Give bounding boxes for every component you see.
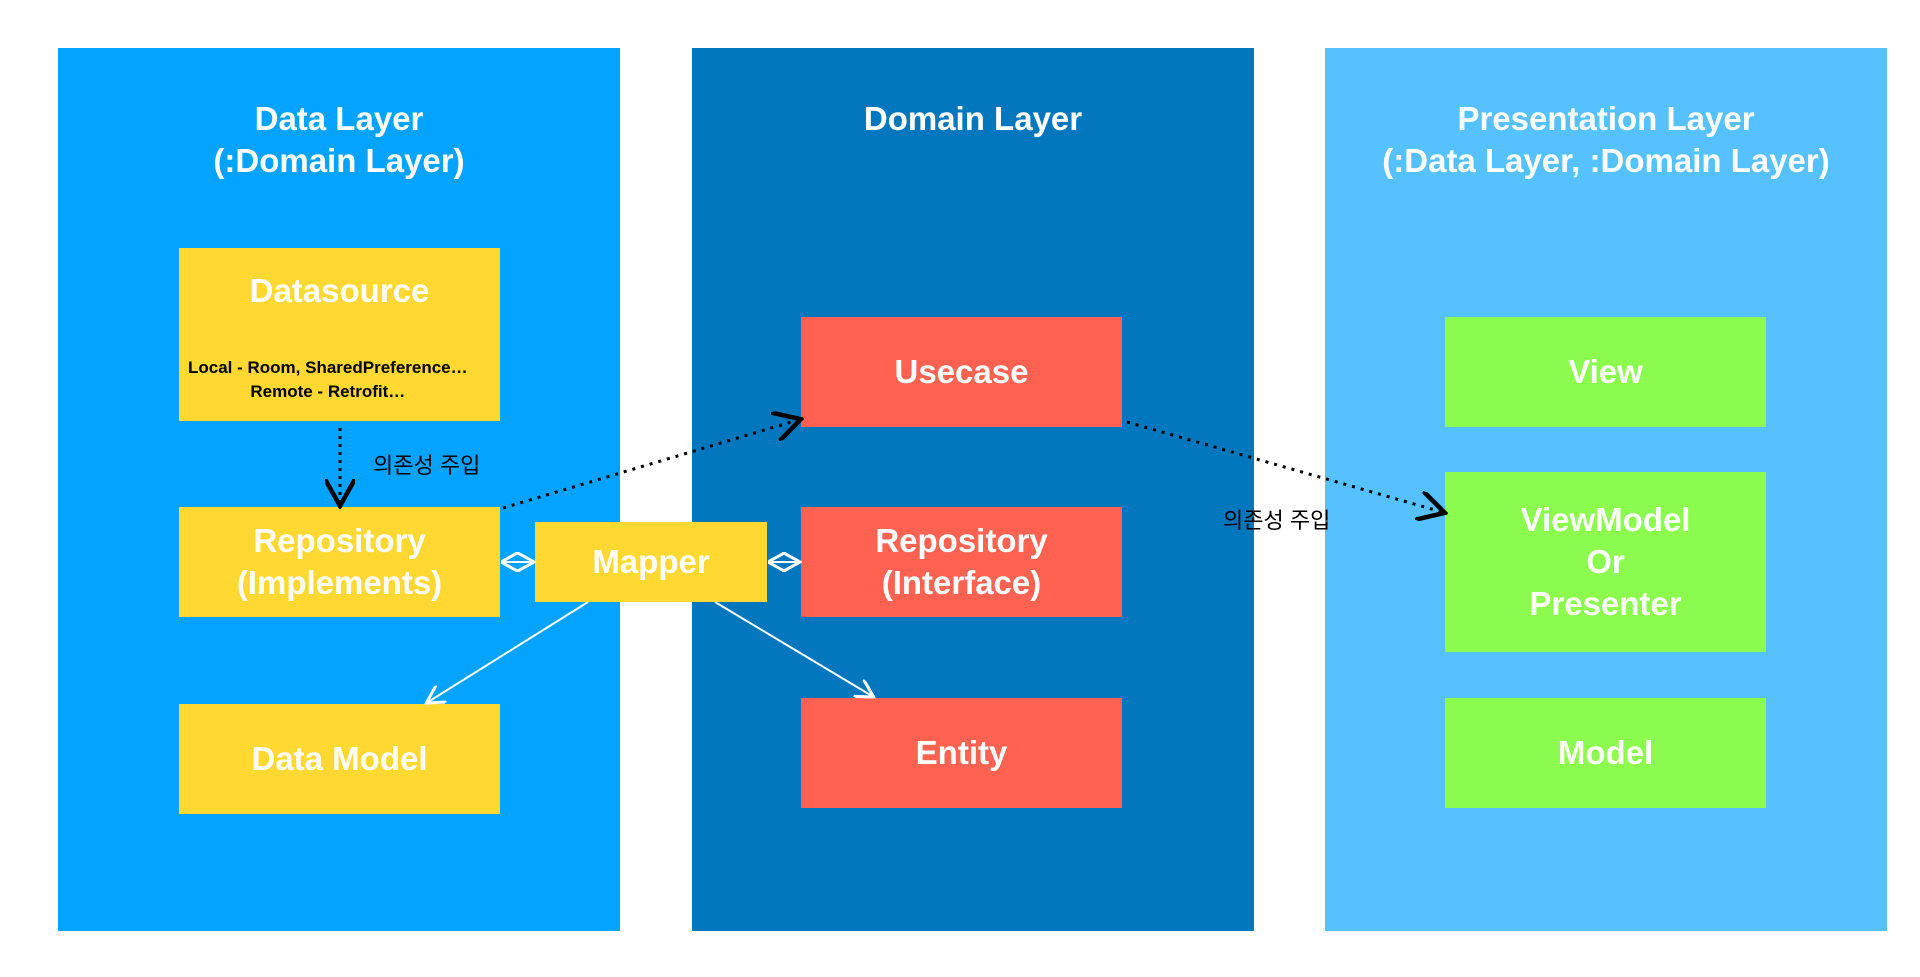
- presentation-layer-title-line2: (:Data Layer, :Domain Layer): [1382, 142, 1830, 179]
- mapper-box: Mapper: [535, 522, 767, 602]
- viewmodel-line1: ViewModel: [1520, 501, 1691, 538]
- viewmodel-line3: Presenter: [1529, 585, 1682, 622]
- data-model-label: Data Model: [251, 740, 428, 777]
- data-model-box: Data Model: [179, 704, 500, 814]
- data-layer-title: Data Layer (:Domain Layer): [58, 98, 620, 182]
- datasource-title: Datasource: [249, 272, 430, 309]
- entity-box: Entity: [801, 698, 1122, 808]
- domain-layer-title: Domain Layer: [692, 98, 1254, 140]
- data-layer-title-line2: (:Domain Layer): [213, 142, 465, 179]
- domain-repository-line1: Repository: [875, 522, 1048, 559]
- domain-layer-title-text: Domain Layer: [863, 100, 1083, 137]
- domain-repository-line2: (Interface): [881, 564, 1042, 601]
- datasource-detail: Local - Room, SharedPreference… Remote -…: [188, 356, 468, 404]
- datasource-remote: Remote - Retrofit…: [250, 382, 406, 401]
- datasource-box: Datasource Local - Room, SharedPreferenc…: [179, 248, 500, 421]
- view-label: View: [1568, 353, 1643, 390]
- viewmodel-box: ViewModel Or Presenter: [1445, 472, 1766, 652]
- data-repository-line2: (Implements): [236, 564, 443, 601]
- data-repository-line1: Repository: [253, 522, 426, 559]
- view-box: View: [1445, 317, 1766, 427]
- entity-label: Entity: [915, 734, 1008, 771]
- presentation-layer-title-line1: Presentation Layer: [1457, 100, 1755, 137]
- presentation-layer-title: Presentation Layer (:Data Layer, :Domain…: [1325, 98, 1887, 182]
- domain-repository-box: Repository (Interface): [801, 507, 1122, 617]
- di-label-left: 의존성 주입: [373, 453, 481, 478]
- model-box: Model: [1445, 698, 1766, 808]
- model-label: Model: [1557, 734, 1654, 771]
- usecase-box: Usecase: [801, 317, 1122, 427]
- usecase-label: Usecase: [894, 353, 1029, 390]
- di-label-right: 의존성 주입: [1223, 508, 1331, 533]
- viewmodel-line2: Or: [1586, 543, 1625, 580]
- datasource-local: Local - Room, SharedPreference…: [188, 358, 468, 377]
- data-repository-box: Repository (Implements): [179, 507, 500, 617]
- data-layer-title-line1: Data Layer: [254, 100, 424, 137]
- mapper-label: Mapper: [592, 543, 710, 580]
